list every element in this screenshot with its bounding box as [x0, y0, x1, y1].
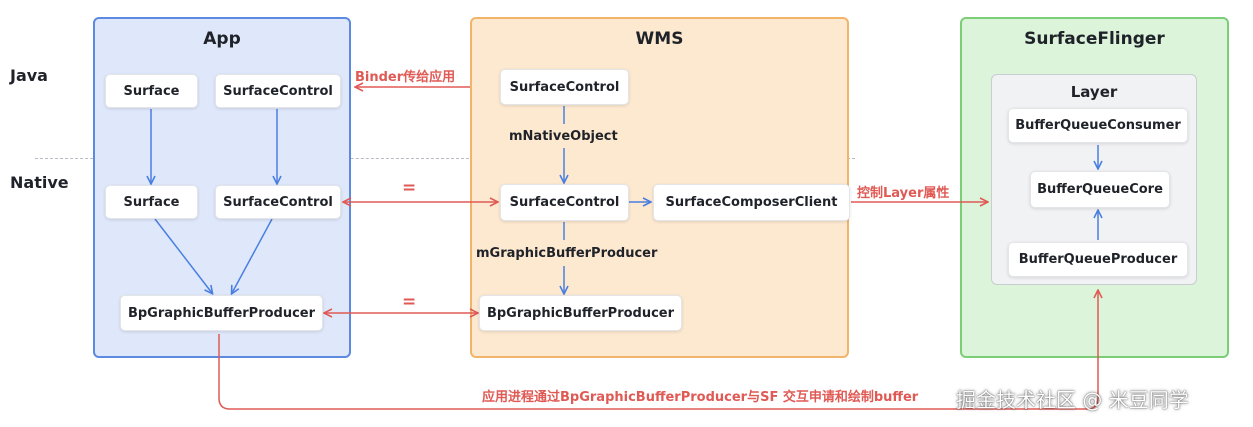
arrow-surface-to-bpgbp	[154, 218, 212, 293]
bottom-flow-label: 应用进程通过BpGraphicBufferProducer与SF 交互申请和绘制…	[482, 390, 919, 405]
native-lane-label: Native	[10, 173, 69, 192]
wms-panel-title: WMS	[635, 29, 684, 49]
surfacecontrol-equal-label: =	[402, 178, 417, 198]
sf-bufferqueueconsumer-node: BufferQueueConsumer	[1008, 108, 1188, 143]
java-native-divider	[35, 158, 855, 159]
control-layer-label: 控制Layer属性	[857, 186, 950, 201]
wms-surfacecontrol-native-node: SurfaceControl	[500, 184, 629, 221]
arrow-bottom-buffer-flow	[218, 291, 1098, 410]
bpgbp-equal-label: =	[402, 292, 417, 312]
app-surfacecontrol-native-node: SurfaceControl	[215, 185, 341, 219]
app-surface-native-node: Surface	[105, 185, 198, 219]
arrow-surfacecontrol-to-bpgbp	[232, 218, 273, 293]
mgraphicbufferproducer-label: mGraphicBufferProducer	[476, 246, 658, 261]
binder-label: Binder传给应用	[355, 70, 456, 85]
watermark-text: 掘金技术社区 @ 米豆同学	[956, 388, 1189, 412]
app-bpgraphicbufferproducer-node: BpGraphicBufferProducer	[120, 295, 323, 331]
sf-bufferqueuecore-node: BufferQueueCore	[1030, 171, 1170, 208]
layer-panel-title: Layer	[1070, 83, 1118, 101]
surfaceflinger-panel-title: SurfaceFlinger	[1024, 29, 1165, 49]
mnativeobject-label: mNativeObject	[509, 129, 618, 144]
wms-surfacecontrol-java-node: SurfaceControl	[500, 69, 629, 105]
wms-surfacecomposerclient-node: SurfaceComposerClient	[653, 184, 850, 221]
app-panel-title: App	[203, 29, 241, 49]
app-surfacecontrol-java-node: SurfaceControl	[215, 74, 341, 108]
app-surface-java-node: Surface	[105, 74, 198, 108]
java-lane-label: Java	[10, 66, 48, 85]
sf-bufferqueueproducer-node: BufferQueueProducer	[1008, 242, 1188, 277]
wms-bpgraphicbufferproducer-node: BpGraphicBufferProducer	[479, 295, 682, 331]
